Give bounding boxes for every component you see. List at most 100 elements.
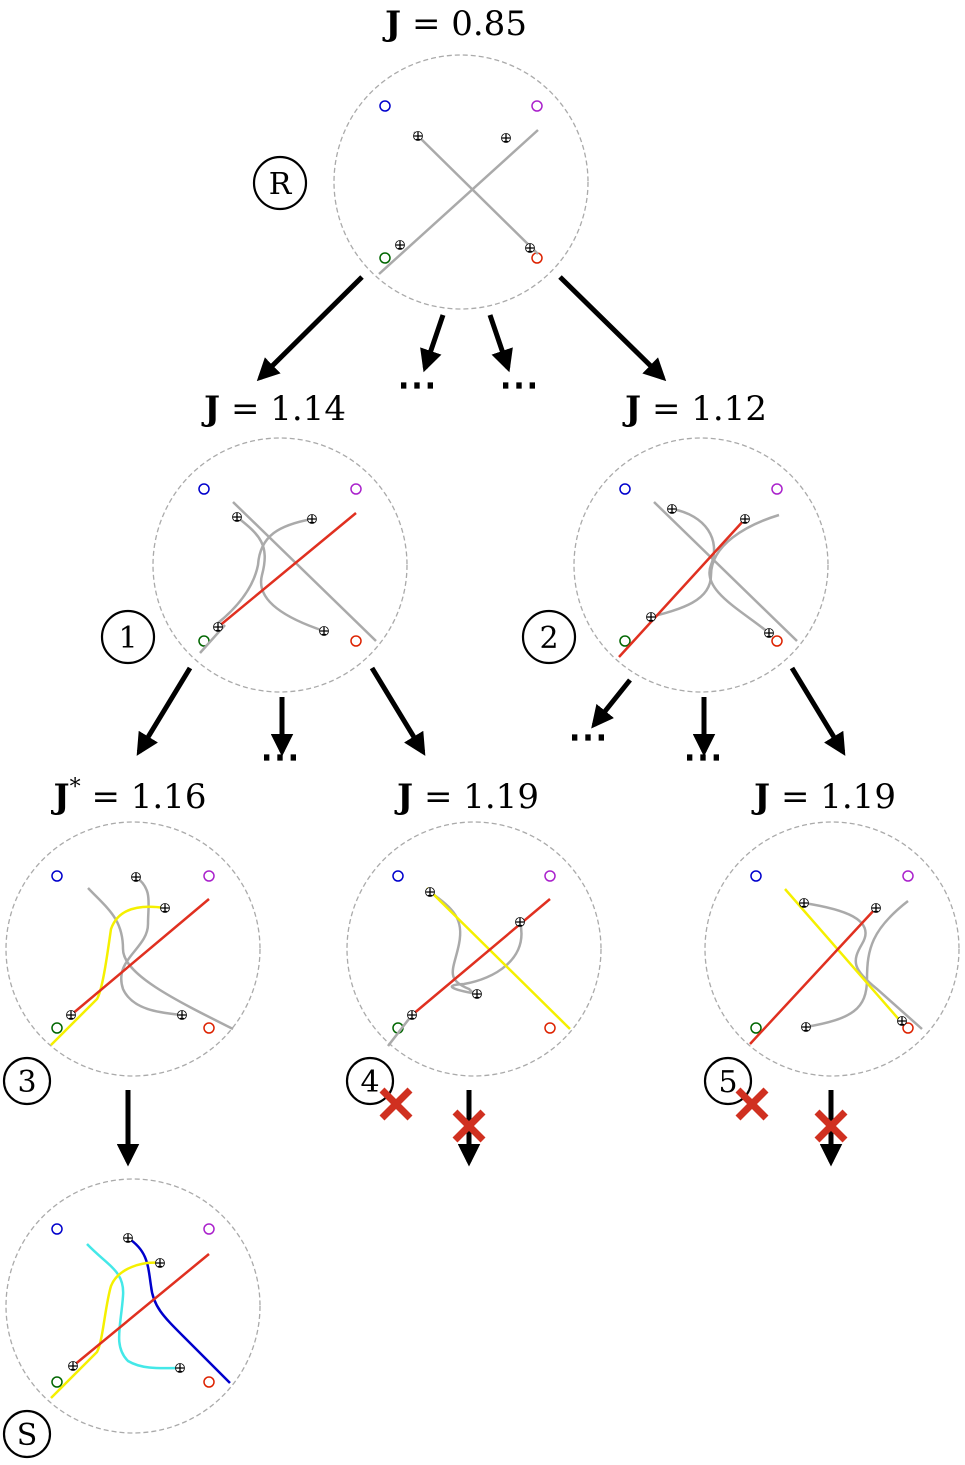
svg-text:S: S (17, 1418, 38, 1453)
aircraft-icon (130, 871, 142, 883)
node-boundary (333, 54, 589, 310)
goal-marker-icon (531, 100, 543, 112)
edge-root-to-more-a (420, 314, 446, 373)
cross-mark-icon (735, 1087, 769, 1121)
aircraft-icon (318, 625, 330, 637)
planned-trajectory (72, 1253, 210, 1367)
trajectory (232, 501, 377, 642)
svg-text:R: R (269, 167, 293, 202)
trajectory (217, 517, 313, 624)
yellow-trajectory (50, 1261, 161, 1399)
cyan-trajectory (86, 1243, 181, 1370)
node-2 (573, 437, 829, 693)
node-boundary (152, 437, 408, 693)
cost-label-root: J = 0.85 (382, 4, 527, 44)
ellipsis-n1: ⋯ (260, 733, 300, 780)
node-boundary (5, 821, 261, 1077)
goal-marker-icon (902, 870, 914, 882)
goal-marker-icon (198, 483, 210, 495)
aircraft-icon (67, 1360, 79, 1372)
goal-marker-icon (379, 100, 391, 112)
svg-text:3: 3 (17, 1065, 36, 1100)
goal-marker-icon (203, 1376, 215, 1388)
aircraft-icon (65, 1009, 77, 1021)
aircraft-icon (500, 132, 512, 144)
trajectory (387, 1014, 413, 1047)
node-label-5: 5 (703, 1056, 753, 1106)
aircraft-icon (174, 1362, 186, 1374)
aircraft-icon (524, 242, 536, 254)
node-label-solution: S (2, 1409, 52, 1459)
goal-marker-icon (51, 870, 63, 882)
yellow-trajectory (426, 887, 571, 1030)
blue-trajectory (127, 1236, 231, 1384)
ellipsis-n2-a: ⋯ (568, 713, 608, 760)
aircraft-icon (212, 621, 224, 633)
trajectory (650, 513, 780, 619)
goal-marker-icon (203, 1022, 215, 1034)
node-label-1: 1 (100, 609, 156, 665)
trajectory (450, 921, 523, 996)
goal-marker-icon (51, 1022, 63, 1034)
cost-label-n1: J = 1.14 (201, 389, 346, 429)
aircraft-icon (122, 1232, 134, 1244)
node-boundary (346, 821, 602, 1077)
goal-marker-icon (750, 870, 762, 882)
node-root (333, 54, 589, 310)
svg-text:5: 5 (718, 1065, 737, 1100)
aircraft-icon (896, 1015, 908, 1027)
goal-marker-icon (619, 635, 631, 647)
goal-marker-icon (619, 483, 631, 495)
goal-marker-icon (203, 870, 215, 882)
goal-marker-icon (544, 870, 556, 882)
planned-trajectory (217, 512, 357, 628)
trajectory (429, 890, 475, 995)
aircraft-icon (471, 988, 483, 1000)
goal-marker-icon (379, 252, 391, 264)
aircraft-icon (739, 513, 751, 525)
goal-marker-icon (51, 1223, 63, 1235)
node-5 (704, 821, 960, 1077)
aircraft-icon (394, 239, 406, 251)
trajectory (378, 129, 539, 275)
svg-text:2: 2 (539, 621, 558, 656)
goal-marker-icon (203, 1223, 215, 1235)
aircraft-icon (406, 1009, 418, 1021)
aircraft-icon (800, 1021, 812, 1033)
aircraft-icon (514, 916, 526, 928)
yellow-trajectory (784, 888, 903, 1024)
edge-n1-to-n3 (136, 666, 193, 756)
goal-marker-icon (750, 1022, 762, 1034)
planned-trajectory (411, 898, 551, 1016)
goal-marker-icon (350, 483, 362, 495)
node-solution (5, 1178, 261, 1434)
trajectory (803, 901, 923, 1030)
goal-marker-icon (902, 1022, 914, 1034)
ellipsis-root-b: ⋯ (499, 361, 539, 408)
goal-marker-icon (51, 1376, 63, 1388)
aircraft-icon (231, 511, 243, 523)
cross-mark-icon (452, 1109, 486, 1143)
aircraft-icon (645, 611, 657, 623)
cost-label-n3: J* = 1.16 (51, 775, 207, 817)
planned-trajectory (749, 907, 877, 1045)
edge-root-to-n1 (256, 275, 364, 382)
trajectory (805, 900, 909, 1029)
aircraft-icon (424, 886, 436, 898)
planned-trajectory (618, 518, 746, 658)
aircraft-icon (798, 897, 810, 909)
aircraft-icon (412, 130, 424, 142)
node-boundary (5, 1178, 261, 1434)
aircraft-icon (176, 1009, 188, 1021)
aircraft-icon (159, 902, 171, 914)
node-1 (152, 437, 408, 693)
node-label-root: R (252, 155, 308, 211)
aircraft-icon (763, 627, 775, 639)
cost-label-n5: J = 1.19 (751, 777, 896, 817)
cost-label-n4: J = 1.19 (394, 777, 539, 817)
node-boundary (573, 437, 829, 693)
edge-n2-to-more-a (591, 678, 632, 729)
ellipsis-root-a: ⋯ (397, 361, 437, 408)
cross-mark-icon (814, 1109, 848, 1143)
